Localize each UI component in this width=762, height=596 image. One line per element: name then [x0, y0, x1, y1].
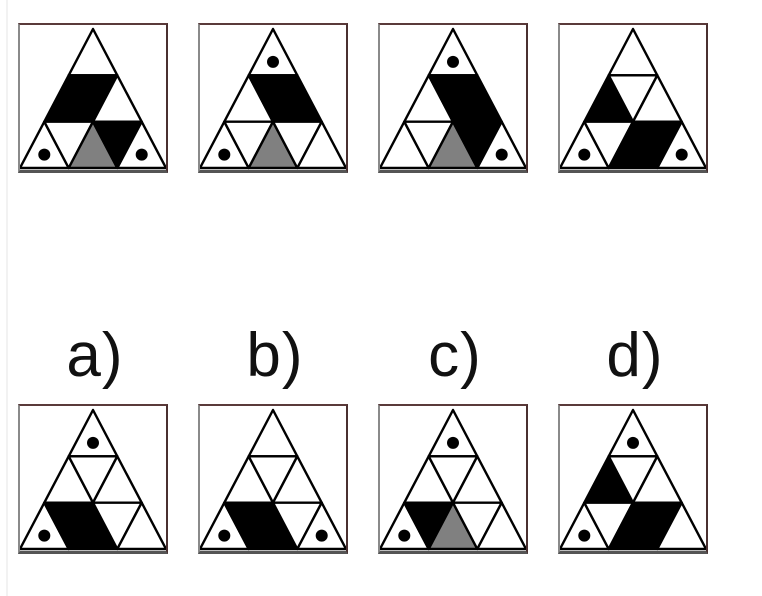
- question-figure-1: [18, 23, 168, 173]
- row2-cell-4-white: [116, 501, 166, 551]
- row2-cell-4-white: [476, 120, 526, 170]
- dot-icon: [38, 529, 51, 542]
- dot-icon: [675, 148, 688, 161]
- dot-icon: [627, 436, 639, 449]
- dot-icon: [267, 55, 279, 68]
- triangle-grid: [560, 27, 706, 170]
- apex-cell-white: [247, 408, 299, 458]
- row2-cell-4-white: [656, 501, 706, 551]
- dot-icon: [447, 436, 459, 449]
- dot-icon: [315, 529, 328, 542]
- option-a-label: a): [66, 321, 124, 390]
- option-b-figure[interactable]: [198, 404, 348, 554]
- apex-cell-white: [607, 27, 659, 77]
- apex-cell-white: [427, 408, 479, 458]
- row2-cell-4-white: [296, 501, 346, 551]
- triangle-grid: [200, 27, 346, 170]
- dot-icon: [38, 148, 51, 161]
- option-c-label: c): [428, 321, 482, 390]
- option-d-figure[interactable]: [558, 404, 708, 554]
- dot-icon: [87, 436, 99, 449]
- row2-cell-4-white: [116, 120, 166, 170]
- dot-icon: [135, 148, 148, 161]
- dot-icon: [578, 529, 591, 542]
- dot-icon: [398, 529, 411, 542]
- dot-icon: [447, 55, 459, 68]
- triangle-grid: [20, 408, 166, 551]
- triangle-grid: [200, 408, 346, 551]
- dot-icon: [218, 529, 231, 542]
- triangle-grid: [380, 408, 526, 551]
- dot-icon: [578, 148, 591, 161]
- option-b-label: b): [246, 321, 304, 390]
- triangle-grid: [560, 408, 706, 551]
- apex-cell-white: [607, 408, 659, 458]
- question-figure-2: [198, 23, 348, 173]
- triangle-grid: [380, 27, 526, 170]
- dot-icon: [495, 148, 508, 161]
- apex-cell-white: [247, 27, 299, 77]
- row2-cell-4-white: [656, 120, 706, 170]
- apex-cell-white: [67, 27, 119, 77]
- option-c-figure[interactable]: [378, 404, 528, 554]
- option-a-figure[interactable]: [18, 404, 168, 554]
- row2-cell-4-white: [476, 501, 526, 551]
- apex-cell-white: [427, 27, 479, 77]
- row2-cell-4-white: [296, 120, 346, 170]
- triangle-grid: [20, 27, 166, 170]
- question-figure-3: [378, 23, 528, 173]
- dot-icon: [218, 148, 231, 161]
- option-d-label: d): [606, 321, 664, 390]
- apex-cell-white: [67, 408, 119, 458]
- question-figure-4: [558, 23, 708, 173]
- page-left-border: [6, 0, 8, 596]
